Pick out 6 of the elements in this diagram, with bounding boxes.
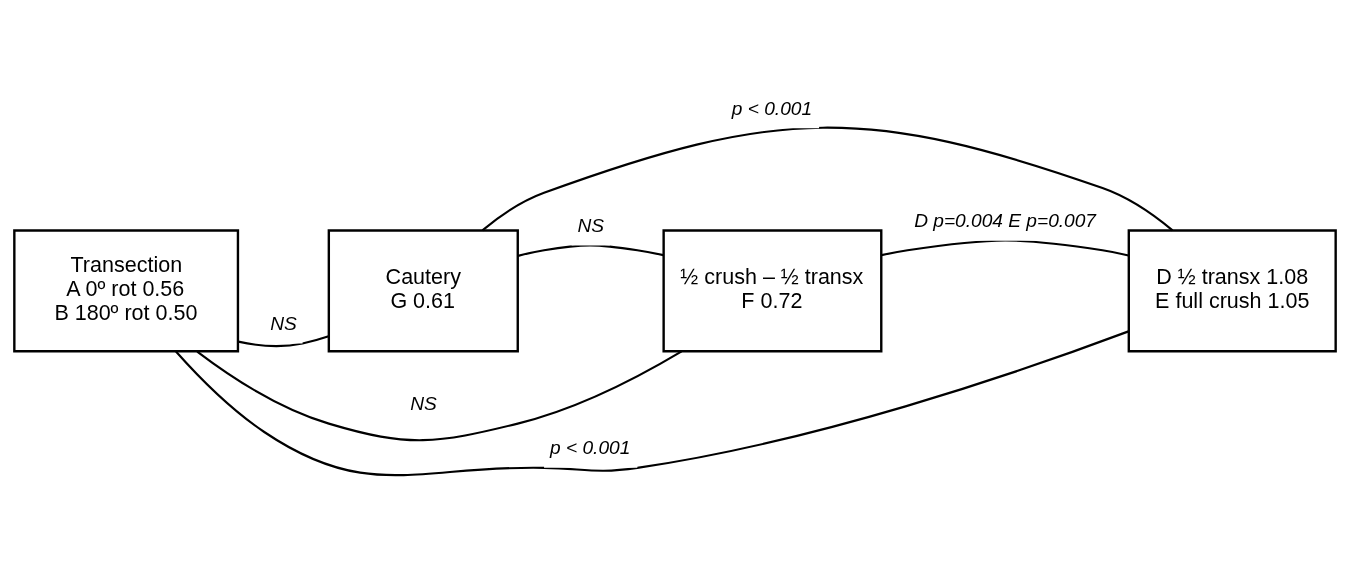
edge-label: p < 0.001 — [550, 437, 631, 459]
edge-label: D p=0.004 E p=0.007 — [914, 210, 1096, 232]
edge-label: NS — [577, 215, 605, 237]
edge-label: p < 0.001 — [731, 97, 813, 119]
edge-label: NS — [270, 313, 297, 335]
edge-label: NS — [410, 393, 437, 415]
